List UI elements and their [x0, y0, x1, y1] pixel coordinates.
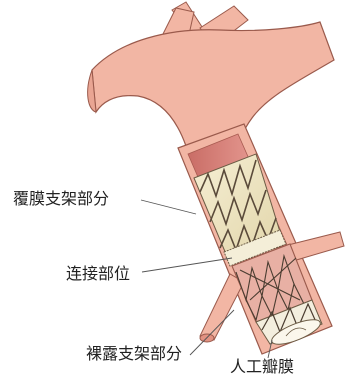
label-artificial-valve: 人工瓣膜 — [230, 358, 294, 376]
label-covered-stent: 覆膜支架部分 — [13, 190, 109, 208]
label-bare-stent: 裸露支架部分 — [86, 345, 182, 363]
label-connection: 连接部位 — [66, 265, 130, 283]
